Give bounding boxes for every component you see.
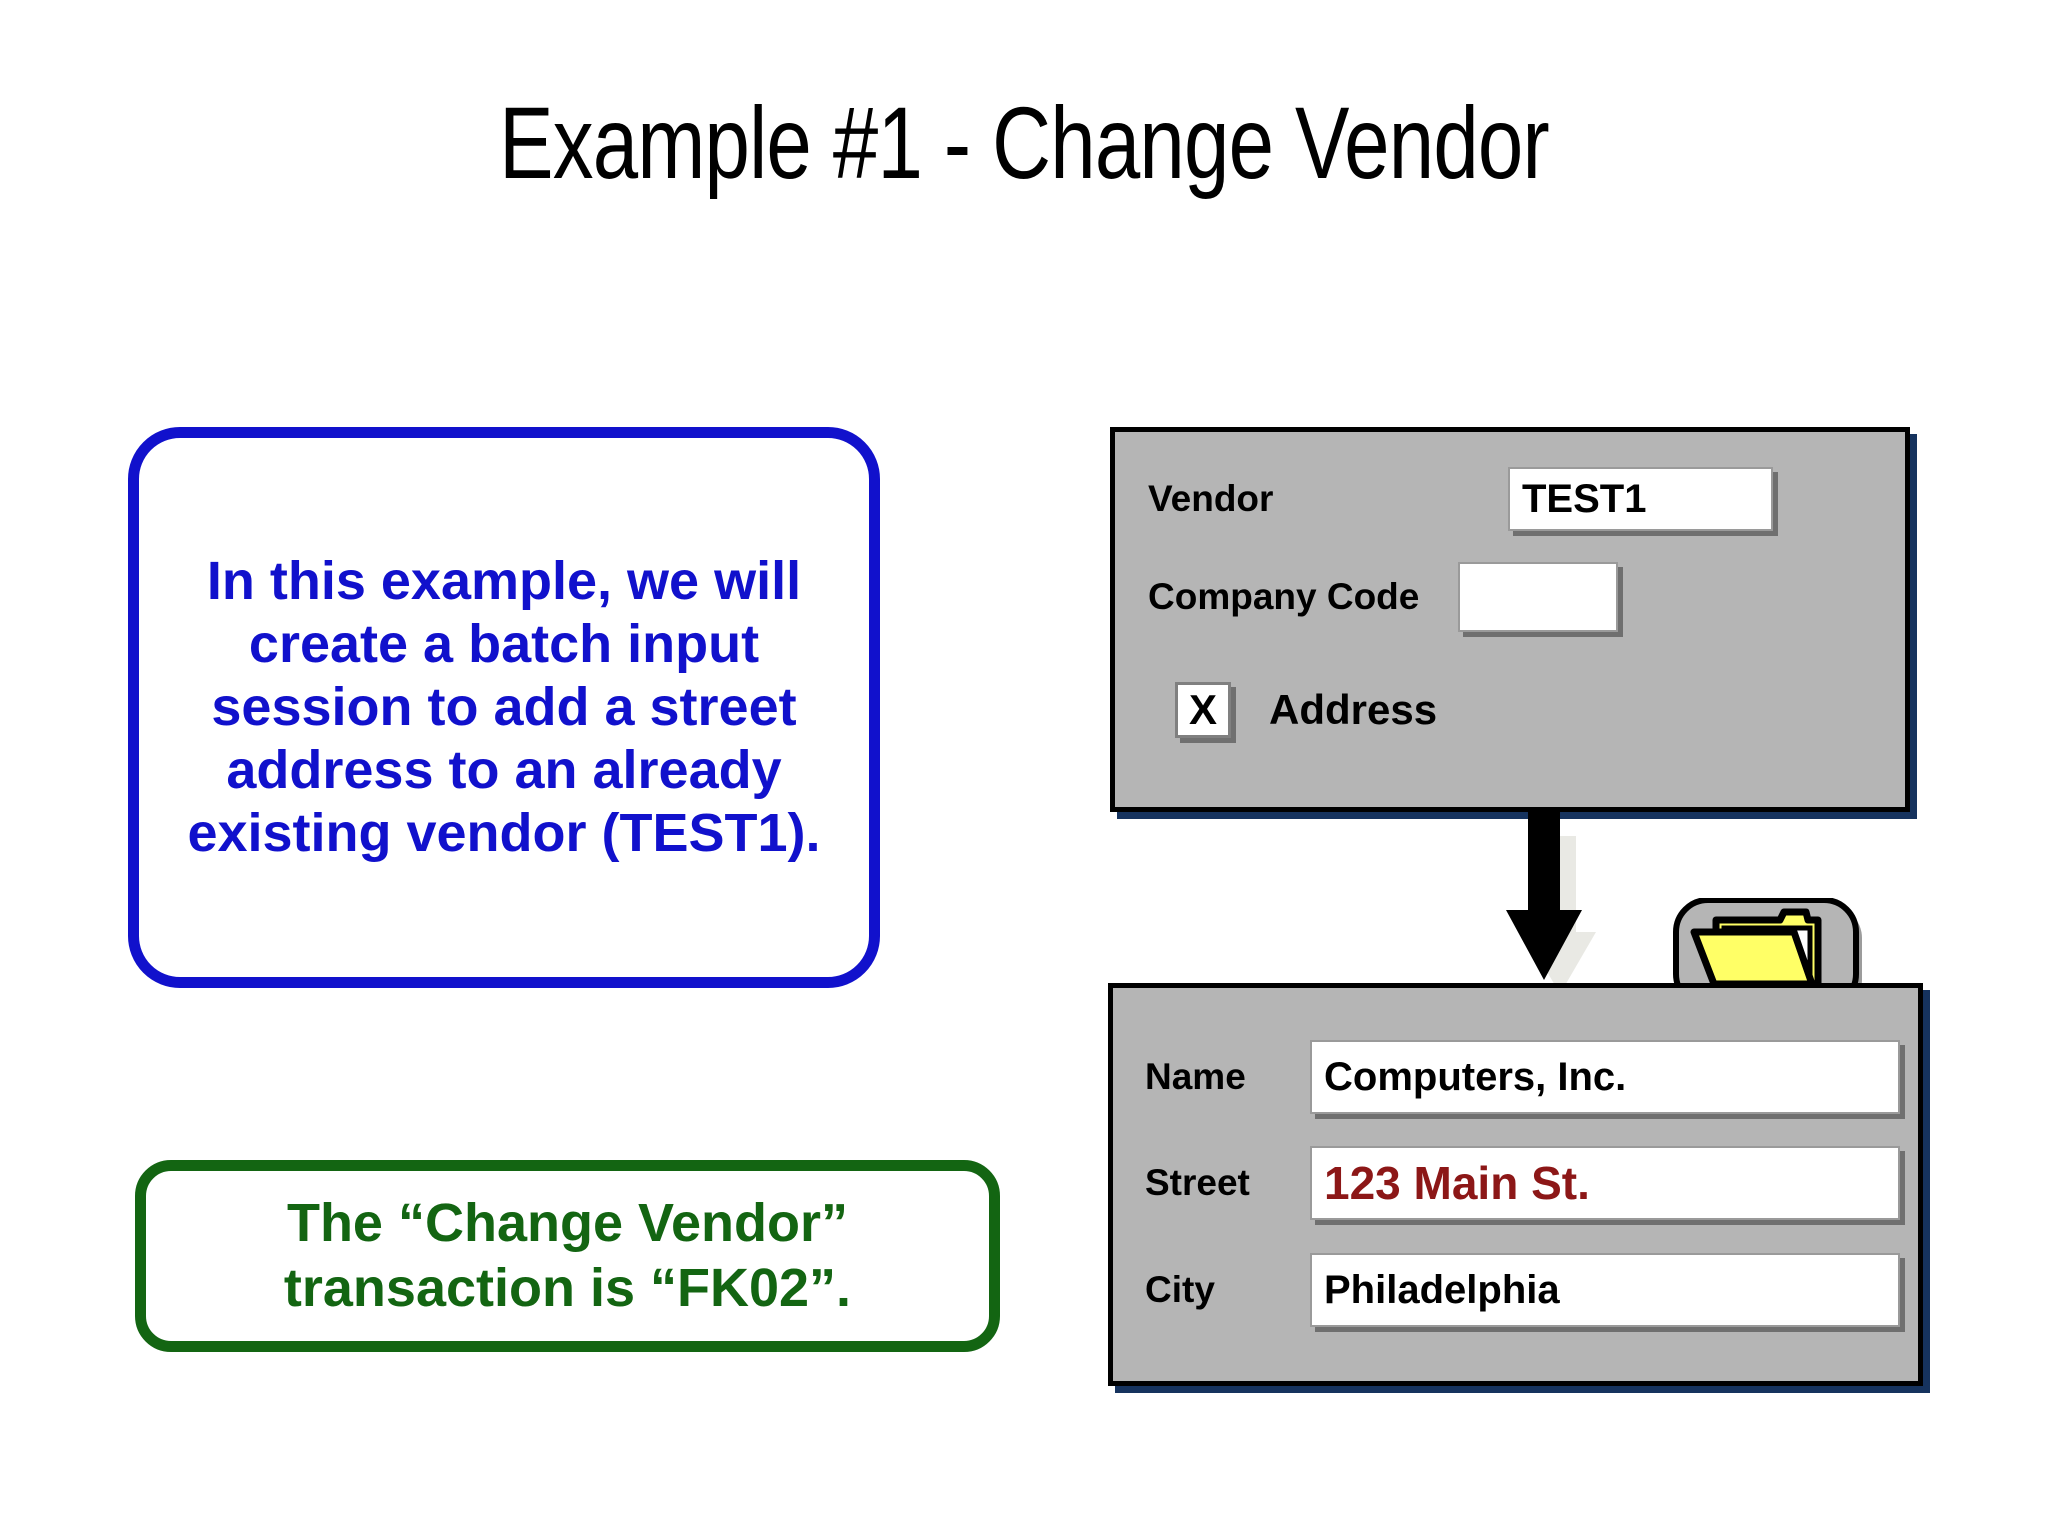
blue-callout-text: In this example, we will create a batch … (187, 550, 821, 864)
company-code-input[interactable] (1458, 562, 1618, 632)
vendor-input[interactable]: TEST1 (1508, 467, 1773, 531)
address-checkbox[interactable]: X (1175, 682, 1231, 738)
name-field-label: Name (1145, 1056, 1246, 1097)
street-field-row: Street 123 Main St. (1145, 1146, 1905, 1220)
street-field-label: Street (1145, 1162, 1250, 1203)
vendor-field-row: Vendor TEST1 (1148, 467, 1893, 531)
page-title: Example #1 - Change Vendor (499, 86, 1550, 200)
vendor-input-value: TEST1 (1522, 477, 1647, 521)
city-input-value: Philadelphia (1324, 1268, 1560, 1312)
address-detail-screen: Name Computers, Inc. Street 123 Main St.… (1108, 983, 1923, 1386)
name-field-row: Name Computers, Inc. (1145, 1040, 1905, 1114)
city-field-row: City Philadelphia (1145, 1253, 1905, 1327)
company-code-field-label: Company Code (1148, 576, 1420, 617)
down-arrow-icon (1498, 812, 1604, 994)
city-field-label: City (1145, 1269, 1215, 1310)
vendor-selection-screen: Vendor TEST1 Company Code X Address (1110, 427, 1910, 812)
vendor-field-label: Vendor (1148, 478, 1274, 519)
name-input[interactable]: Computers, Inc. (1310, 1040, 1900, 1114)
address-checkbox-row: X Address (1175, 682, 1437, 738)
street-input-value: 123 Main St. (1324, 1157, 1590, 1209)
city-input[interactable]: Philadelphia (1310, 1253, 1900, 1327)
green-callout-text: The “Change Vendor” transaction is “FK02… (283, 1193, 852, 1318)
address-checkbox-label: Address (1269, 686, 1438, 733)
street-input[interactable]: 123 Main St. (1310, 1146, 1900, 1220)
green-transaction-callout: The “Change Vendor” transaction is “FK02… (135, 1160, 1000, 1352)
down-arrow-svg (1506, 812, 1596, 994)
name-input-value: Computers, Inc. (1324, 1055, 1627, 1099)
blue-description-callout: In this example, we will create a batch … (128, 427, 880, 988)
company-code-field-row: Company Code (1148, 562, 1893, 632)
